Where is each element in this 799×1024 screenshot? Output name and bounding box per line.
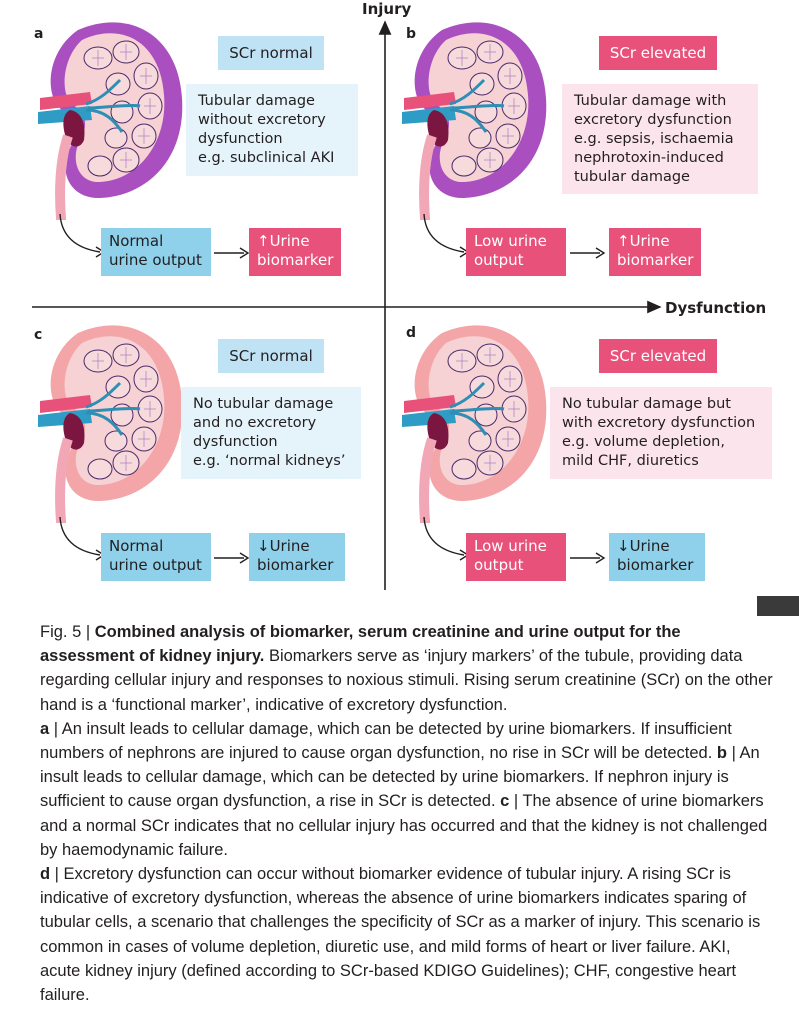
biomarker-box: ↑Urine biomarker [249, 228, 341, 276]
kidney-icon [0, 303, 200, 523]
urine-output-box: Normal urine output [101, 228, 211, 276]
description-box: Tubular damage without excretory dysfunc… [186, 84, 358, 176]
figure-diagram: Injury Dysfunction a SCr normal Tubular … [0, 0, 772, 603]
scr-badge: SCr elevated [599, 36, 717, 70]
quadrant-label: b [406, 26, 417, 42]
caption-text-a: | An insult leads to cellular damage, wh… [40, 719, 732, 763]
axes [32, 20, 662, 590]
right-arrow-icon [214, 247, 250, 259]
quadrant-d: d SCr elevated No tubular damage but wit… [392, 303, 772, 603]
quadrant-b: b SCr elevated Tubular damage with excre… [392, 0, 772, 300]
quadrant-label: c [34, 327, 43, 343]
caption-text-d: | Excretory dysfunction can occur withou… [40, 865, 761, 1005]
right-arrow-icon [570, 552, 606, 564]
scr-badge: SCr normal [218, 36, 324, 70]
quadrant-label: d [406, 325, 417, 341]
urine-output-box: Low urine output [466, 228, 566, 276]
caption-label-b: b [716, 744, 727, 763]
biomarker-box: ↓Urine biomarker [249, 533, 345, 581]
description-box: Tubular damage with excretory dysfunctio… [562, 84, 758, 194]
caption-intro: Biomarkers serve as ‘injury markers’ of … [40, 647, 773, 714]
right-arrow-icon [214, 552, 250, 564]
caption-label-a: a [40, 719, 50, 738]
caption-fig-number: Fig. 5 | [40, 623, 95, 641]
kidney-icon [364, 0, 564, 220]
description-box: No tubular damage and no excretory dysfu… [181, 387, 361, 479]
x-axis-label: Dysfunction [665, 299, 767, 317]
biomarker-box: ↑Urine biomarker [609, 228, 701, 276]
kidney-icon [0, 0, 200, 220]
scr-badge: SCr elevated [599, 339, 717, 373]
figure-caption: Fig. 5 | Combined analysis of biomarker,… [40, 620, 775, 1007]
caption-text-c: | The absence of urine biomarkers and a … [40, 792, 768, 859]
quadrant-label: a [34, 26, 44, 42]
caption-label-d: d [40, 865, 51, 884]
scr-badge: SCr normal [218, 339, 324, 373]
kidney-icon [364, 303, 564, 523]
urine-output-box: Low urine output [466, 533, 566, 581]
quadrant-c: c SCr normal No tubular damage and no ex… [0, 303, 380, 603]
caption-title: Combined analysis of biomarker, serum cr… [40, 623, 681, 666]
caption-label-c: c [500, 792, 510, 811]
caption-text-b: | An insult leads to cellular damage, wh… [40, 744, 760, 811]
y-axis-label: Injury [362, 0, 412, 18]
page-edge-tab [757, 596, 799, 616]
quadrant-a: a SCr normal Tubular damage without excr… [0, 0, 380, 300]
urine-output-box: Normal urine output [101, 533, 211, 581]
right-arrow-icon [570, 247, 606, 259]
biomarker-box: ↓Urine biomarker [609, 533, 705, 581]
description-box: No tubular damage but with excretory dys… [550, 387, 772, 479]
